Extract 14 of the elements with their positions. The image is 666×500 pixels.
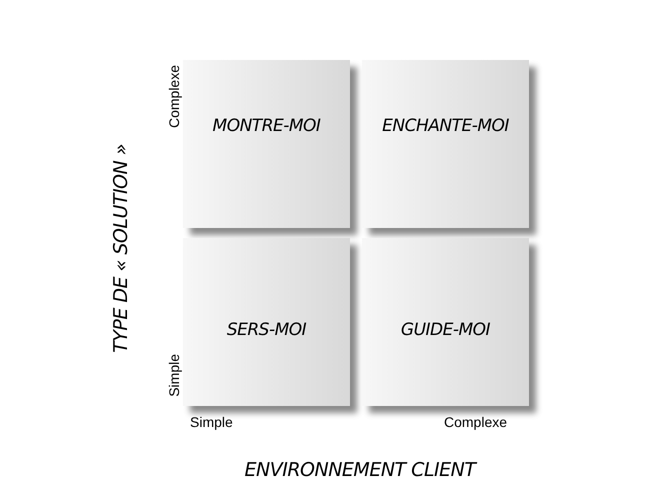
- x-axis-title: ENVIRONNEMENT CLIENT: [244, 461, 476, 480]
- axis-tick-label: Simple: [190, 415, 233, 429]
- axis-tick-label: Simple: [167, 354, 181, 397]
- quadrant-panel: [183, 60, 350, 228]
- y-axis-title: TYPE DE « SOLUTION »: [112, 144, 131, 352]
- quadrant-title: GUIDE-MOI: [400, 320, 490, 340]
- quadrant-title: ENCHANTE-MOI: [382, 116, 509, 136]
- quadrant-panel: [362, 238, 529, 406]
- axis-tick-label: Complexe: [167, 65, 181, 128]
- quadrant-panel: [362, 60, 529, 228]
- quadrant-panel: [183, 238, 350, 406]
- quadrant-title: SERS-MOI: [226, 320, 306, 340]
- quadrant-title: MONTRE-MOI: [212, 116, 320, 136]
- axis-tick-label: Complexe: [444, 415, 508, 429]
